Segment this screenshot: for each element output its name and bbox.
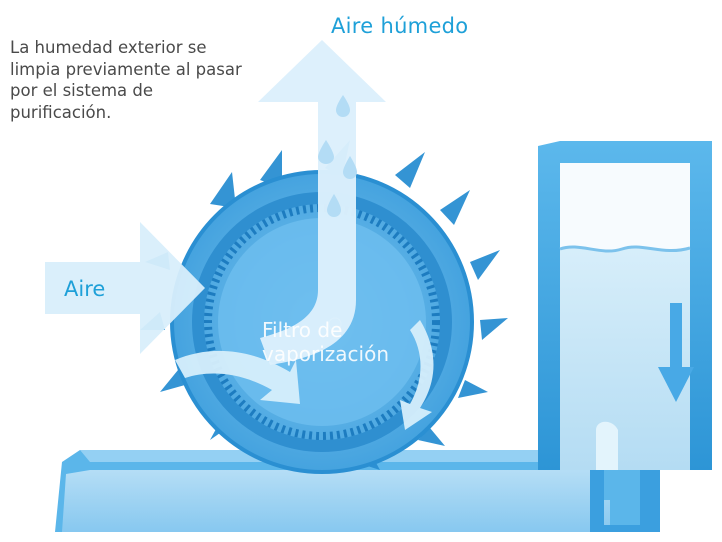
water-drop-icon xyxy=(318,95,357,217)
description-text: La humedad exterior se limpia previament… xyxy=(10,38,242,122)
arrow-down-icon xyxy=(658,303,694,402)
humid-air-label: Aire húmedo xyxy=(331,14,469,38)
base-tray xyxy=(55,450,712,532)
arrow-up-icon xyxy=(258,40,386,365)
air-label: Aire xyxy=(64,277,106,301)
airflow-arrows xyxy=(175,320,434,430)
tank-water xyxy=(560,246,690,470)
arrow-right-icon xyxy=(45,222,205,354)
vaporization-filter-label: Filtro de vaporización xyxy=(262,318,390,366)
water-tank xyxy=(538,141,712,470)
